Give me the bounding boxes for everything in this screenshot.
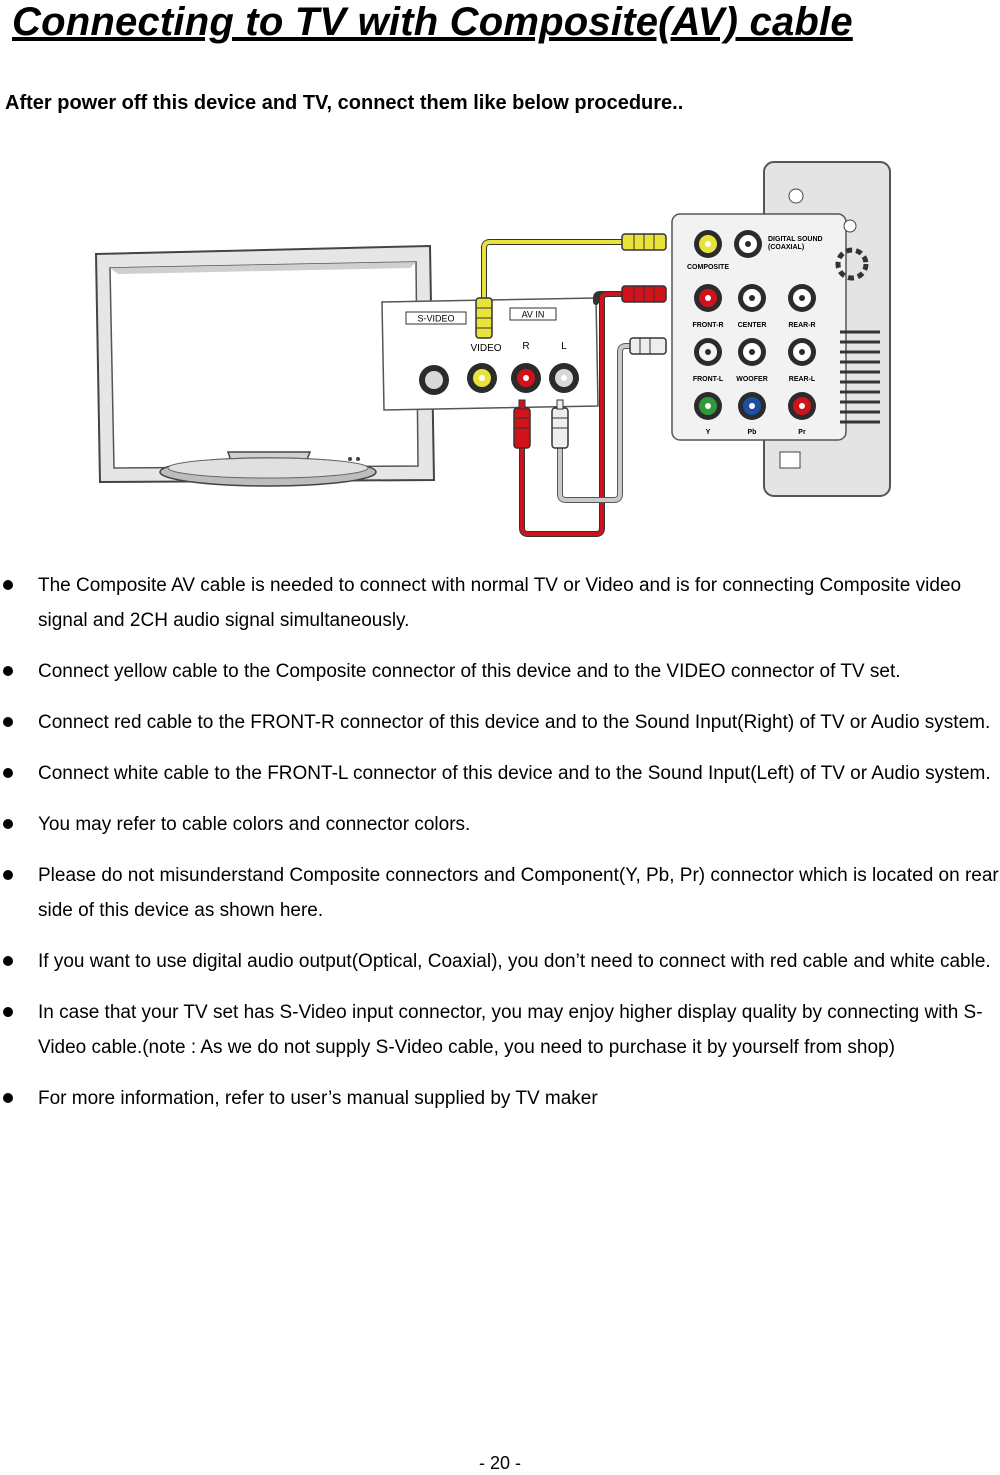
page-subtitle: After power off this device and TV, conn… [5, 92, 684, 114]
woofer-jack [738, 338, 766, 366]
composite-jack [694, 230, 722, 258]
bullet-icon [3, 956, 13, 966]
bullet-icon [3, 580, 13, 590]
bullet-icon [3, 717, 13, 727]
instruction-list: The Composite AV cable is needed to conn… [0, 568, 1000, 1132]
list-item: If you want to use digital audio output(… [0, 944, 1000, 979]
list-item: For more information, refer to user’s ma… [0, 1081, 1000, 1116]
device-rear-panel: DIGITAL SOUND (COAXIAL) COMPOSITE FRONT-… [671, 161, 891, 497]
list-item-text: Connect yellow cable to the Composite co… [38, 661, 901, 682]
red-plug-tv [513, 399, 531, 449]
pr-label: Pr [798, 429, 806, 436]
list-item-text: Please do not misunderstand Composite co… [38, 865, 999, 921]
woofer-label: WOOFER [736, 376, 768, 383]
bullet-icon [3, 768, 13, 778]
list-item: Connect yellow cable to the Composite co… [0, 654, 1000, 689]
bullet-icon [3, 1007, 13, 1017]
tv-l-label: L [561, 341, 567, 352]
cables [481, 239, 635, 537]
front-l-jack [694, 338, 722, 366]
bullet-icon [3, 819, 13, 829]
red-plug-device [621, 285, 667, 303]
white-plug-tv [551, 399, 569, 449]
coaxial-jack [734, 230, 762, 258]
page-title: Connecting to TV with Composite(AV) cabl… [12, 0, 853, 44]
list-item: The Composite AV cable is needed to conn… [0, 568, 1000, 638]
bullet-icon [3, 666, 13, 676]
y-jack [694, 392, 722, 420]
front-r-label: FRONT-R [692, 322, 723, 329]
list-item-text: You may refer to cable colors and connec… [38, 814, 471, 835]
avin-label: AV IN [522, 310, 545, 320]
list-item-text: Connect red cable to the FRONT-R connect… [38, 712, 991, 733]
list-item-text: The Composite AV cable is needed to conn… [38, 575, 962, 631]
connection-diagram: S-VIDEO AV IN VIDEO R L [88, 152, 904, 550]
pb-label: Pb [748, 429, 757, 436]
pr-jack [788, 392, 816, 420]
tv-set-illustration [94, 244, 436, 487]
digital-sound-label: DIGITAL SOUND [768, 236, 823, 243]
bullet-icon [3, 870, 13, 880]
tv-video-jack [467, 363, 497, 393]
center-jack [738, 284, 766, 312]
tv-r-label: R [522, 341, 529, 352]
tv-svideo-jack [419, 365, 449, 395]
list-item: Please do not misunderstand Composite co… [0, 858, 1000, 928]
svideo-label: S-VIDEO [417, 314, 454, 324]
rear-l-jack [788, 338, 816, 366]
list-item: In case that your TV set has S-Video inp… [0, 995, 1000, 1065]
composite-label: COMPOSITE [687, 264, 729, 271]
video-jack-label: VIDEO [470, 343, 501, 354]
list-item: You may refer to cable colors and connec… [0, 807, 1000, 842]
front-l-label: FRONT-L [693, 376, 724, 383]
tv-audio-r-jack [511, 363, 541, 393]
coaxial-label: (COAXIAL) [768, 244, 804, 251]
tv-audio-l-jack [549, 363, 579, 393]
rear-r-jack [788, 284, 816, 312]
list-item: Connect white cable to the FRONT-L conne… [0, 756, 1000, 791]
list-item-text: If you want to use digital audio output(… [38, 951, 991, 972]
tv-av-input-panel: S-VIDEO AV IN VIDEO R L [381, 297, 599, 411]
list-item: Connect red cable to the FRONT-R connect… [0, 705, 1000, 740]
front-r-jack [694, 284, 722, 312]
bullet-icon [3, 1093, 13, 1103]
yellow-plug-device [621, 233, 667, 251]
list-item-text: For more information, refer to user’s ma… [38, 1088, 598, 1109]
center-label: CENTER [738, 322, 767, 329]
page-number: - 20 - [478, 1453, 521, 1473]
yellow-plug-tv [475, 297, 493, 339]
list-item-text: Connect white cable to the FRONT-L conne… [38, 763, 991, 784]
rear-l-label: REAR-L [789, 376, 816, 383]
white-plug-device [629, 337, 667, 355]
pb-jack [738, 392, 766, 420]
rear-r-label: REAR-R [788, 322, 815, 329]
y-label: Y [706, 429, 711, 436]
list-item-text: In case that your TV set has S-Video inp… [38, 1002, 983, 1058]
